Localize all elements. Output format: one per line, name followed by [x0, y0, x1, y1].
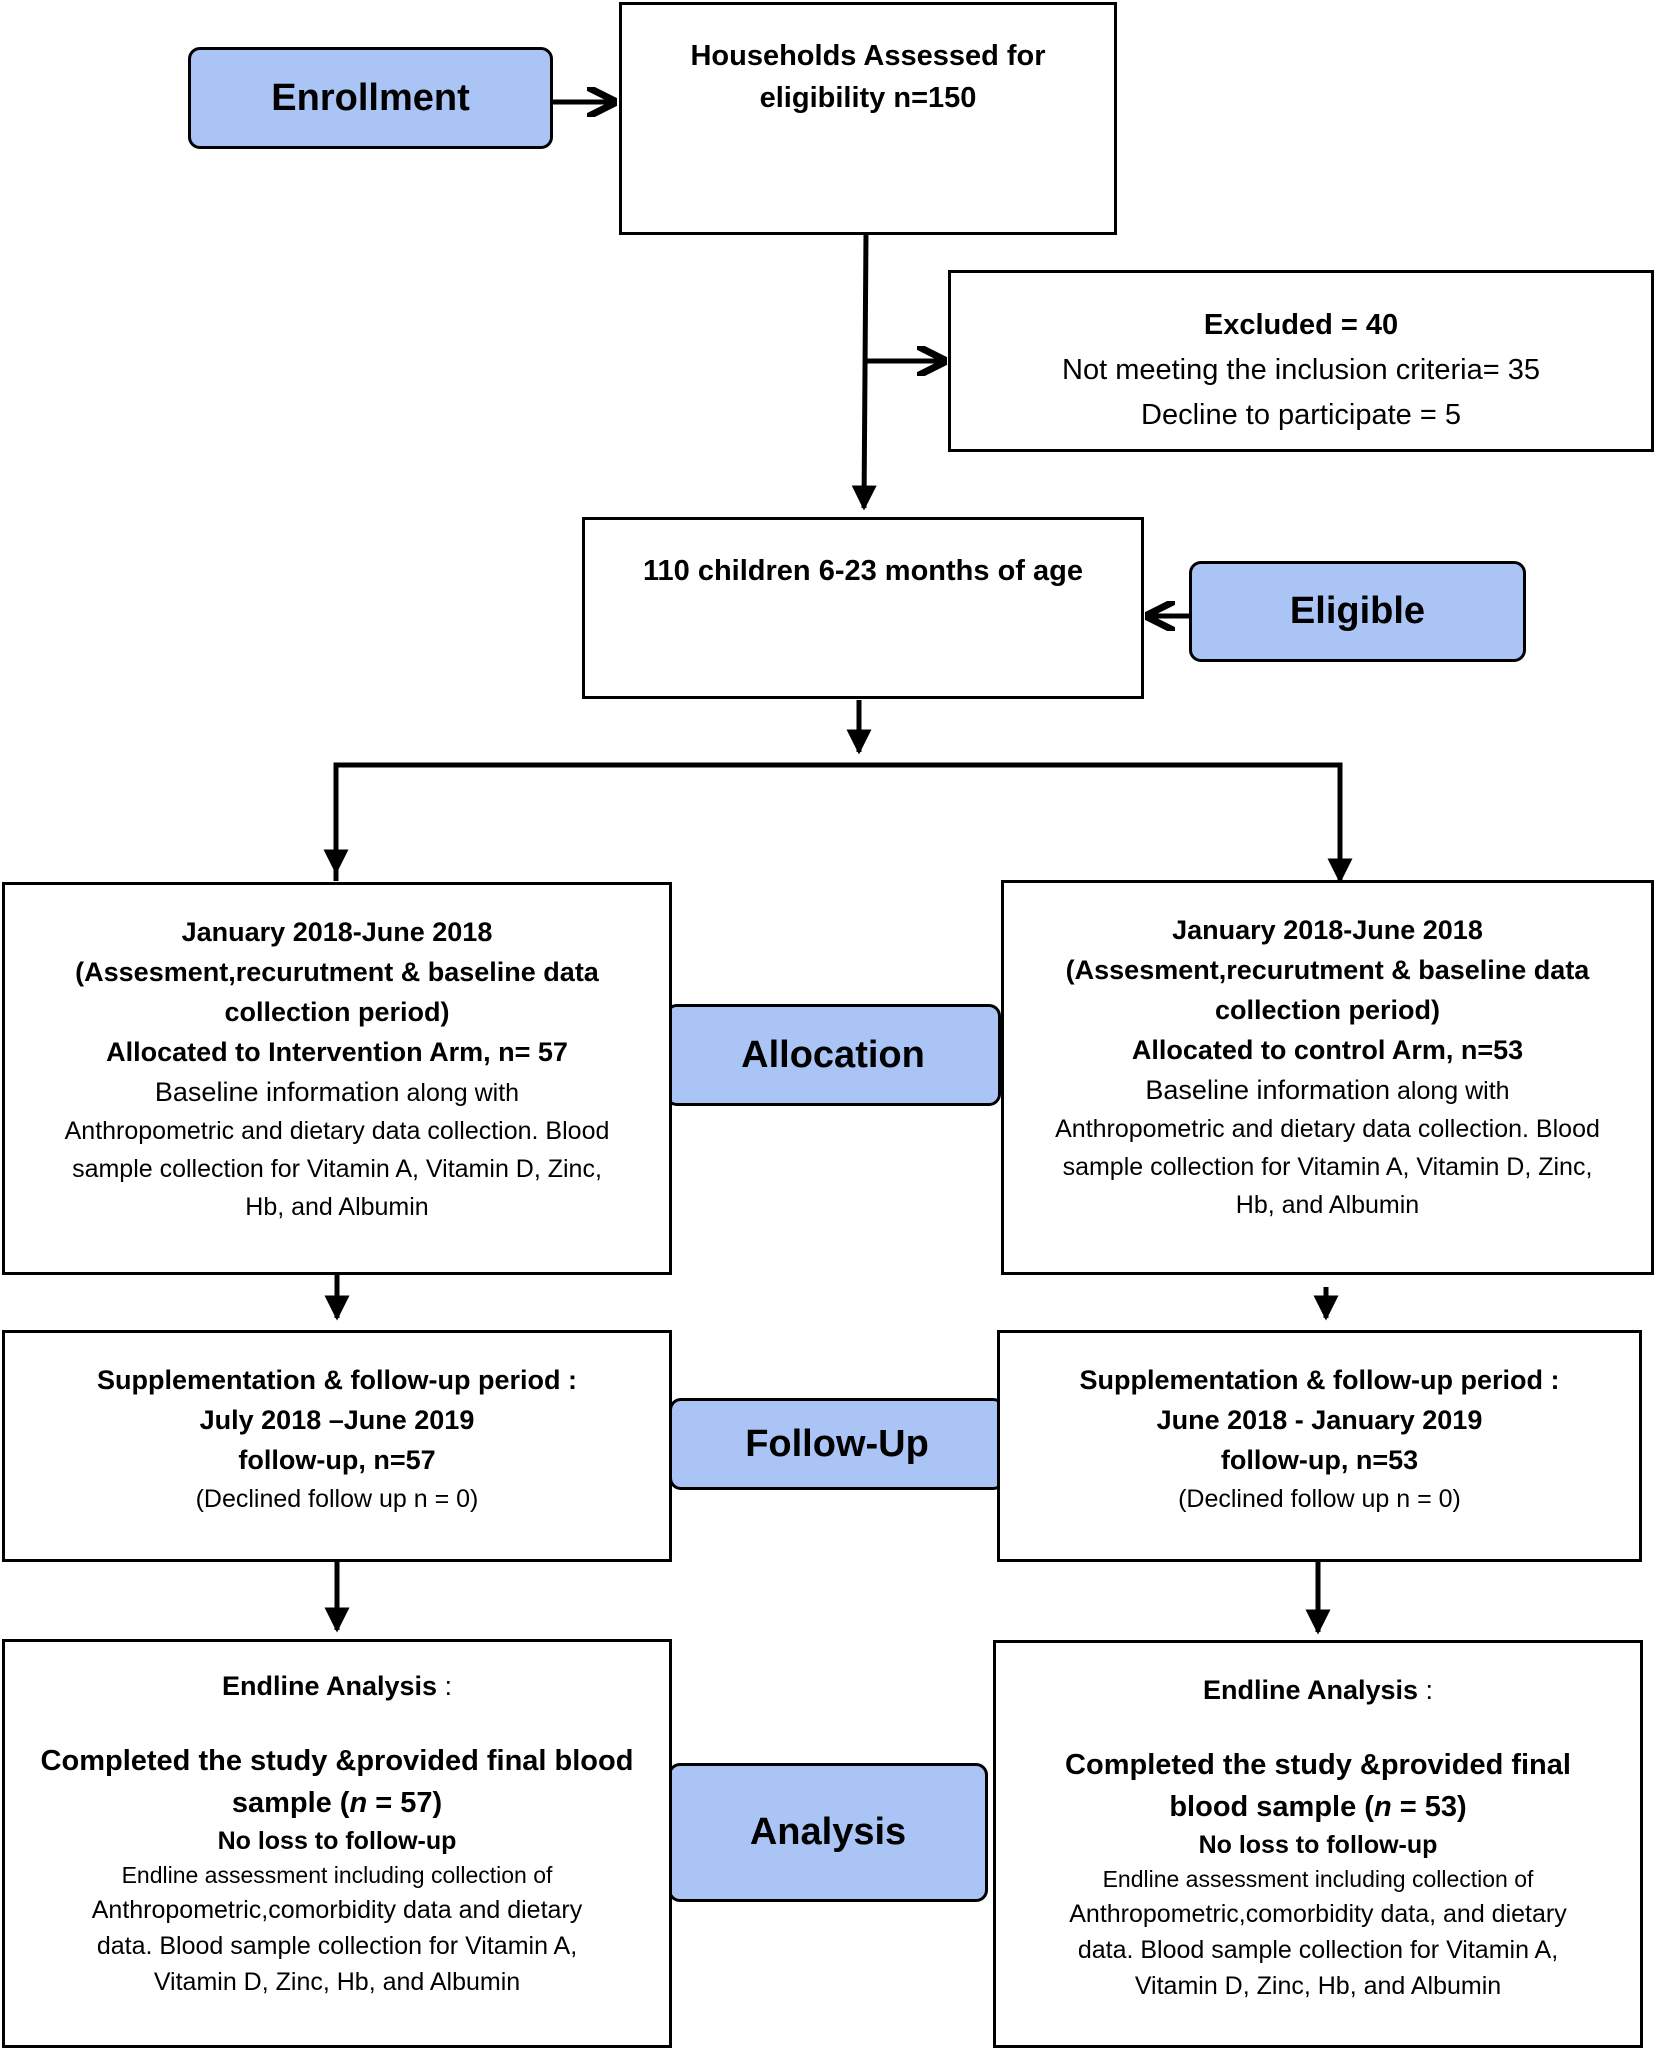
followup-label: Follow-Up: [745, 1422, 929, 1465]
allocation-control-box: January 2018-June 2018 (Assesment,recuru…: [1001, 880, 1654, 1275]
analysis-right-end-3: data. Blood sample collection for Vitami…: [1077, 1936, 1559, 1964]
analysis-label: Analysis: [749, 1811, 907, 1853]
alloc-right-info-3: sample collection for Vitamin A, Vitamin…: [1062, 1153, 1593, 1181]
alloc-left-info-1: Baseline information along with: [155, 1072, 519, 1112]
analysis-right-completed-2: blood sample (n = 53): [1169, 1786, 1466, 1828]
alloc-right-info-1b: along with: [1390, 1077, 1510, 1105]
eligible-children-text: 110 children 6-23 months of age: [643, 555, 1083, 587]
followup-left-title: Supplementation & follow-up period :: [97, 1365, 577, 1395]
analysis-right-noloss: No loss to follow-up: [1198, 1831, 1438, 1859]
excluded-box: Excluded = 40 Not meeting the inclusion …: [948, 270, 1654, 452]
analysis-stage-label: Analysis: [668, 1763, 988, 1902]
alloc-right-period: January 2018-June 2018: [1172, 915, 1483, 945]
analysis-left-completed-1: Completed the study &provided final bloo…: [40, 1745, 634, 1777]
eligible-label: Eligible: [1289, 590, 1426, 632]
analysis-left-completed-2a: sample (: [231, 1787, 350, 1819]
analysis-intervention-box: Endline Analysis : Completed the study &…: [2, 1639, 672, 2048]
assessed-line-2: eligibility n=150: [759, 82, 977, 114]
alloc-right-arm-name: Allocated to control Arm: [1131, 1035, 1446, 1065]
arrow-assessed-down: [851, 232, 877, 511]
analysis-right-completed-2a: blood sample (: [1169, 1791, 1374, 1823]
alloc-left-info-1a: Baseline information: [154, 1077, 400, 1107]
alloc-left-info-2: Anthropometric and dietary data collecti…: [64, 1117, 610, 1145]
analysis-right-end-1: Endline assessment including collection …: [1102, 1866, 1534, 1892]
eligible-children-box: 110 children 6-23 months of age: [582, 517, 1144, 699]
analysis-right-title-row: Endline Analysis :: [1203, 1670, 1433, 1710]
analysis-right-completed-2b: = 53): [1391, 1791, 1467, 1823]
analysis-right-completed-1: Completed the study &provided final: [1065, 1749, 1571, 1781]
enrollment-stage-label: Enrollment: [188, 47, 553, 149]
followup-right-count: follow-up, n=53: [1220, 1445, 1419, 1475]
followup-intervention-box: Supplementation & follow-up period : Jul…: [2, 1330, 672, 1562]
analysis-left-noloss: No loss to follow-up: [217, 1827, 457, 1855]
analysis-right-colon: :: [1418, 1675, 1434, 1705]
analysis-right-completed-n: n: [1373, 1791, 1392, 1823]
alloc-right-desc-1: (Assesment,recurutment & baseline data: [1065, 955, 1590, 985]
excluded-reason-1: Not meeting the inclusion criteria= 35: [1062, 354, 1540, 386]
followup-stage-label: Follow-Up: [669, 1398, 1005, 1490]
analysis-right-end-4: Vitamin D, Zinc, Hb, and Albumin: [1134, 1972, 1502, 2000]
analysis-left-end-1: Endline assessment including collection …: [121, 1862, 553, 1888]
alloc-left-desc-1: (Assesment,recurutment & baseline data: [75, 957, 599, 987]
alloc-right-info-2: Anthropometric and dietary data collecti…: [1055, 1115, 1600, 1143]
followup-left-count: follow-up, n=57: [238, 1445, 436, 1475]
alloc-left-arm-name: Allocated to Intervention Arm: [106, 1037, 484, 1067]
analysis-left-completed-2: sample (n = 57): [232, 1782, 442, 1824]
allocation-stage-label: Allocation: [665, 1004, 1001, 1106]
analysis-left-end-3: data. Blood sample collection for Vitami…: [96, 1932, 578, 1960]
analysis-left-colon: :: [437, 1671, 453, 1701]
alloc-left-info-1b: along with: [399, 1079, 520, 1107]
followup-left-declined: (Declined follow up n = 0): [195, 1485, 479, 1513]
followup-right-declined: (Declined follow up n = 0): [1178, 1485, 1461, 1513]
analysis-control-box: Endline Analysis : Completed the study &…: [993, 1640, 1643, 2048]
followup-left-period: July 2018 –June 2019: [199, 1405, 475, 1435]
alloc-right-arm-count: , n=53: [1445, 1035, 1524, 1065]
eligible-stage-label: Eligible: [1189, 561, 1526, 662]
followup-control-box: Supplementation & follow-up period : Jun…: [997, 1330, 1642, 1562]
alloc-right-arm: Allocated to control Arm, n=53: [1132, 1030, 1523, 1070]
allocation-label: Allocation: [741, 1033, 925, 1076]
assessed-line-1: Households Assessed for: [690, 40, 1046, 72]
analysis-left-end-2: Anthropometric,comorbidity data and diet…: [91, 1896, 583, 1924]
alloc-right-info-1a: Baseline information: [1145, 1075, 1391, 1105]
assessed-box: Households Assessed for eligibility n=15…: [619, 2, 1117, 235]
analysis-right-title: Endline Analysis: [1202, 1675, 1419, 1705]
analysis-left-title-row: Endline Analysis :: [222, 1666, 452, 1706]
alloc-right-desc-2: collection period): [1214, 995, 1441, 1025]
analysis-right-end-2: Anthropometric,comorbidity data, and die…: [1069, 1900, 1567, 1928]
alloc-left-arm-count: , n= 57: [483, 1037, 568, 1067]
followup-right-title: Supplementation & follow-up period :: [1079, 1365, 1560, 1395]
analysis-left-completed-n: n: [349, 1787, 368, 1819]
alloc-left-info-4: Hb, and Albumin: [245, 1193, 429, 1221]
alloc-left-arm: Allocated to Intervention Arm, n= 57: [106, 1032, 568, 1072]
enrollment-label: Enrollment: [271, 76, 470, 119]
analysis-left-completed-2b: = 57): [367, 1787, 443, 1819]
alloc-right-info-1: Baseline information along with: [1145, 1070, 1509, 1110]
allocation-intervention-box: January 2018-June 2018 (Assesment,recuru…: [2, 882, 672, 1275]
alloc-right-info-4: Hb, and Albumin: [1235, 1191, 1420, 1219]
analysis-left-title: Endline Analysis: [221, 1671, 438, 1701]
alloc-left-desc-2: collection period): [224, 997, 450, 1027]
excluded-reason-2: Decline to participate = 5: [1141, 399, 1461, 431]
analysis-left-end-4: Vitamin D, Zinc, Hb, and Albumin: [153, 1968, 521, 1996]
alloc-left-info-3: sample collection for Vitamin A, Vitamin…: [72, 1155, 602, 1183]
followup-right-period: June 2018 - January 2019: [1156, 1405, 1483, 1435]
split-line: [333, 762, 1353, 884]
alloc-left-period: January 2018-June 2018: [181, 917, 493, 947]
excluded-title: Excluded = 40: [1203, 309, 1399, 341]
